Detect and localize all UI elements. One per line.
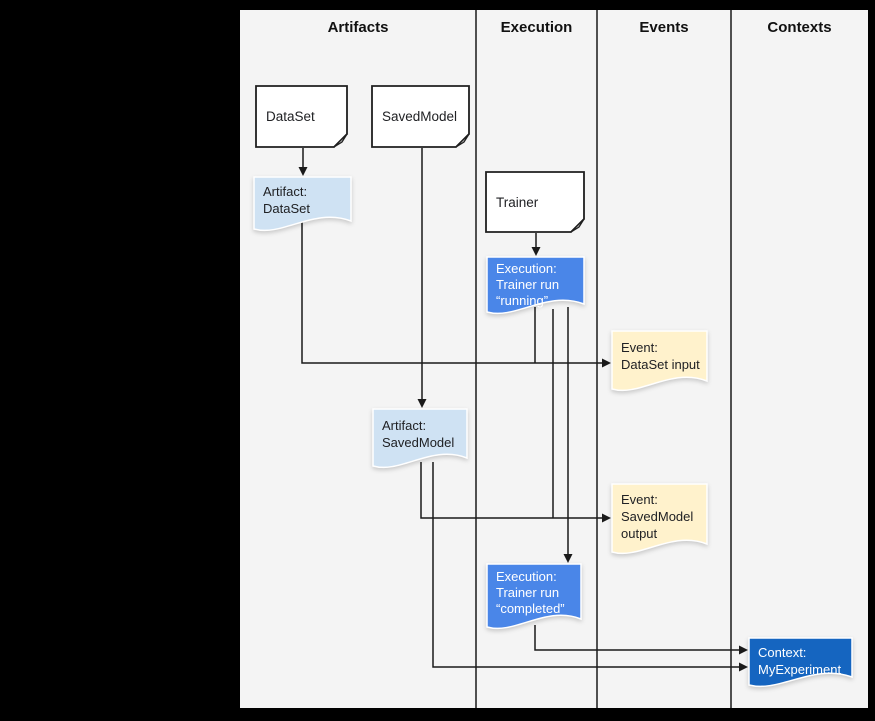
document-shape <box>486 563 582 630</box>
node-label-line: Event: <box>621 492 658 507</box>
node-artifact-dataset: Artifact: DataSet <box>253 176 352 236</box>
node-label-line: Event: <box>621 340 658 355</box>
node-label-line: MyExperiment <box>758 662 842 677</box>
node-label-line: Artifact: <box>382 418 427 433</box>
arrowhead-event-dataset-input <box>602 358 611 368</box>
document-shape <box>372 408 468 469</box>
node-label-line: Trainer run <box>496 277 560 292</box>
document-shape <box>253 176 352 232</box>
note-shape <box>255 85 348 148</box>
node-label-line: Execution: <box>496 569 557 584</box>
note-shape <box>371 85 470 148</box>
node-artifact-savedmodel: Artifact: SavedModel <box>372 408 468 473</box>
note-shape <box>485 171 585 233</box>
arrowhead-artifact-savedmodel <box>417 399 427 408</box>
column-header-contexts: Contexts <box>767 19 832 36</box>
arrowhead-execution-running <box>531 247 541 256</box>
node-execution-completed: Execution: Trainer run “completed” <box>486 563 582 634</box>
connector-artifact-savedmodel-to-event-output <box>420 462 602 519</box>
connector-execution-completed-to-context <box>534 625 739 651</box>
connector-artifact-dataset-to-event-input <box>301 222 602 364</box>
node-label-line: “running” <box>496 293 549 308</box>
node-label-line: “completed” <box>496 601 565 616</box>
arrowhead-context-from-artifact <box>739 662 748 672</box>
node-savedmodel: SavedModel <box>371 85 470 148</box>
swimlane-panel: Artifacts Execution Events Contexts <box>240 10 868 708</box>
document-shape <box>748 637 853 688</box>
node-label-line: Execution: <box>496 261 557 276</box>
document-shape <box>611 483 708 555</box>
node-context-myexperiment: Context: MyExperiment <box>748 637 853 692</box>
node-label-line: SavedModel <box>621 509 694 524</box>
arrowhead-context-from-execution <box>739 645 748 655</box>
column-header-artifacts: Artifacts <box>327 19 389 36</box>
column-header-events: Events <box>639 19 689 36</box>
node-event-savedmodel-output: Event: SavedModel output <box>611 483 708 559</box>
node-label-line: DataSet input <box>621 357 700 372</box>
node-label-line: Trainer run <box>496 585 560 600</box>
node-label-line: Context: <box>758 645 807 660</box>
node-event-dataset-input: Event: DataSet input <box>611 330 708 396</box>
node-label-line: output <box>621 526 658 541</box>
node-dataset: DataSet <box>255 85 348 148</box>
node-label-line: Artifact: <box>263 184 308 199</box>
connector-artifact-savedmodel-to-context <box>432 462 739 668</box>
document-shape <box>486 256 585 315</box>
column-header-execution: Execution <box>500 19 573 36</box>
connector-layer <box>298 10 748 708</box>
node-label-line: SavedModel <box>382 435 455 450</box>
folded-corner-icon <box>570 218 585 233</box>
arrowhead-event-savedmodel-output <box>602 513 611 523</box>
arrowhead-artifact-dataset <box>298 167 308 176</box>
document-shape <box>611 330 708 392</box>
folded-corner-icon <box>455 133 470 148</box>
node-label-line: DataSet <box>263 201 310 216</box>
arrowhead-execution-completed <box>563 554 573 563</box>
folded-corner-icon <box>333 133 348 148</box>
node-trainer: Trainer <box>485 171 585 233</box>
node-execution-running: Execution: Trainer run “running” <box>486 256 585 319</box>
